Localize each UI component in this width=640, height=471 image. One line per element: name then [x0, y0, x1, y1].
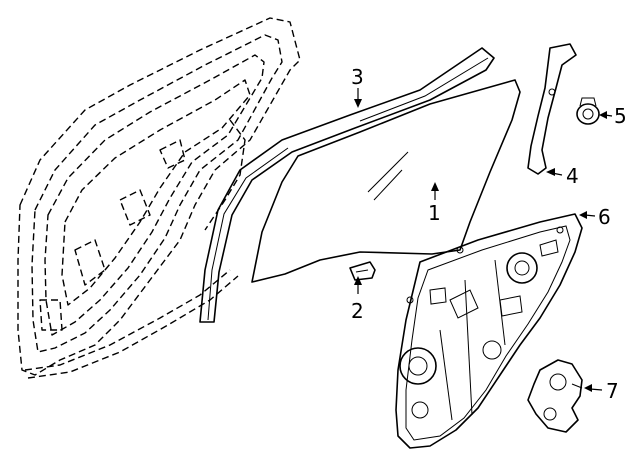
callout-2: 2	[351, 299, 364, 323]
grommet	[576, 97, 600, 125]
callout-4: 4	[566, 164, 579, 188]
window-regulator-panel	[395, 213, 583, 449]
door-glass	[251, 79, 521, 283]
leader-lines	[354, 88, 613, 392]
callout-5: 5	[614, 104, 627, 128]
guide-rail	[527, 43, 577, 175]
callout-1: 1	[428, 201, 441, 225]
callout-7: 7	[606, 379, 619, 403]
callout-6: 6	[598, 205, 611, 229]
door-frame-outline	[17, 17, 301, 379]
glass-clip	[349, 261, 376, 281]
window-run-channel	[199, 47, 495, 323]
callout-3: 3	[351, 65, 364, 89]
regulator-motor	[527, 359, 583, 433]
